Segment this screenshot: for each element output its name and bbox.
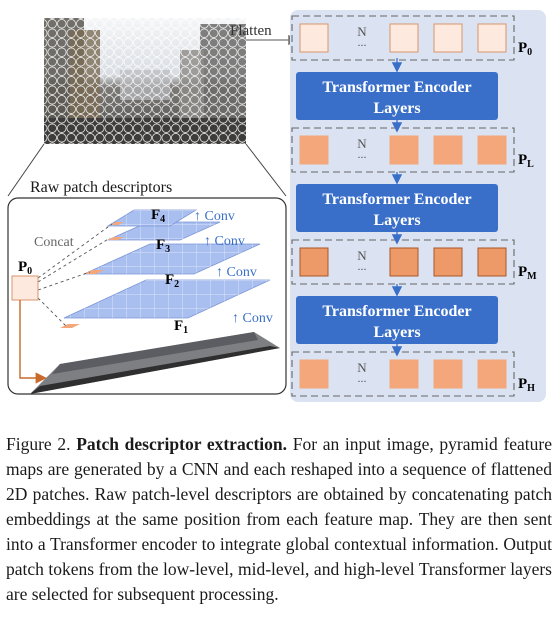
n-label: N <box>357 136 367 151</box>
ellipsis: ... <box>358 259 367 273</box>
f4-label: F4 <box>151 207 165 225</box>
raw-patch-title: Raw patch descriptors <box>30 179 172 196</box>
caption-title: Patch descriptor extraction. <box>76 434 288 454</box>
encoder-block-3: Transformer Encoder Layers <box>296 296 498 344</box>
conv-label-2: ↑ Conv <box>216 265 257 280</box>
left-p0-token <box>11 275 39 301</box>
patch-token <box>389 23 419 53</box>
patch-token <box>299 135 329 165</box>
pl-label: PL <box>518 152 534 170</box>
svg-text:Layers: Layers <box>373 324 420 341</box>
svg-text:Transformer Encoder: Transformer Encoder <box>322 303 471 320</box>
left-p0-label: P0 <box>18 259 32 277</box>
concat-label: Concat <box>34 235 74 250</box>
conv-label-3: ↑ Conv <box>204 234 245 249</box>
figure-caption: Figure 2. Patch descriptor extraction. F… <box>6 432 552 607</box>
svg-text:Transformer Encoder: Transformer Encoder <box>322 79 471 96</box>
token-row-pm: N... <box>291 239 515 285</box>
patch-token <box>433 23 463 53</box>
p0-label: P0 <box>518 40 532 58</box>
raw-patch-panel: Raw patch descriptors P0 Concat <box>7 179 287 395</box>
n-label: N <box>357 24 367 39</box>
conv-label-1: ↑ Conv <box>232 311 273 326</box>
svg-text:Layers: Layers <box>373 212 420 229</box>
token-row-ph: N... <box>291 351 515 397</box>
encoder-block-2: Transformer Encoder Layers <box>296 184 498 232</box>
figure-diagram: Flatten Raw patch descriptors P <box>7 10 546 402</box>
caption-body: For an input image, pyramid feature maps… <box>6 434 553 604</box>
flatten-label: Flatten <box>230 23 272 39</box>
input-image <box>44 18 246 144</box>
f2-label: F2 <box>165 272 179 290</box>
n-label: N <box>357 360 367 375</box>
patch-token <box>433 135 463 165</box>
svg-text:Transformer Encoder: Transformer Encoder <box>322 191 471 208</box>
patch-token <box>433 247 463 277</box>
patch-token <box>299 247 329 277</box>
f3-label: F3 <box>156 237 170 255</box>
ellipsis: ... <box>358 35 367 49</box>
pm-label: PM <box>518 264 537 282</box>
svg-text:Layers: Layers <box>373 100 420 117</box>
patch-token <box>299 23 329 53</box>
ellipsis: ... <box>358 371 367 385</box>
patch-token <box>389 247 419 277</box>
f1-label: F1 <box>174 318 188 336</box>
n-label: N <box>357 248 367 263</box>
patch-token <box>477 135 507 165</box>
encoder-block-1: Transformer Encoder Layers <box>296 72 498 120</box>
patch-token <box>433 359 463 389</box>
token-row-p0: N... <box>291 15 515 61</box>
conv-label-4: ↑ Conv <box>194 209 235 224</box>
caption-figure-number: Figure 2. <box>6 434 71 454</box>
patch-token <box>477 359 507 389</box>
patch-token <box>477 247 507 277</box>
patch-token <box>389 359 419 389</box>
patch-token <box>299 359 329 389</box>
patch-token <box>477 23 507 53</box>
patch-token <box>389 135 419 165</box>
ellipsis: ... <box>358 147 367 161</box>
ph-label: PH <box>518 376 535 394</box>
concat-arrow <box>19 300 47 384</box>
token-row-pl: N... <box>291 127 515 173</box>
